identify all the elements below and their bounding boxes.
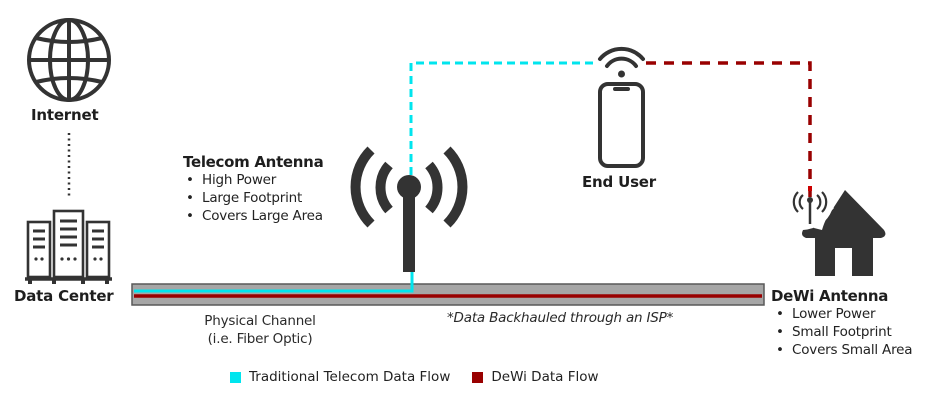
data-center-label: Data Center (14, 287, 114, 305)
dewi-antenna-bullets: Lower Power Small Footprint Covers Small… (773, 305, 913, 359)
legend-label-dewi: DeWi Data Flow (491, 369, 599, 385)
legend-label-telecom: Traditional Telecom Data Flow (249, 369, 451, 385)
legend-swatch-dewi (472, 371, 484, 383)
telecom-flow-dashed-path (409, 61, 598, 175)
telecom-bullet: Covers Large Area (183, 207, 323, 225)
telecom-bullet: Large Footprint (183, 189, 323, 207)
isp-backhaul-note: *Data Backhauled through an ISP* (447, 310, 674, 326)
telecom-antenna-bullets: High Power Large Footprint Covers Large … (183, 171, 323, 225)
dewi-antenna-title: DeWi Antenna (771, 287, 889, 305)
broadcast-tower-icon (350, 146, 468, 272)
end-user-label: End User (582, 173, 656, 191)
telecom-antenna-info: Telecom Antenna High Power Large Footpri… (183, 153, 324, 225)
legend-swatch-telecom (230, 371, 241, 383)
legend-item-dewi: DeWi Data Flow (472, 369, 599, 385)
physical-channel-line1: Physical Channel (204, 313, 316, 329)
physical-channel-label: Physical Channel (i.e. Fiber Optic) (175, 312, 345, 348)
physical-channel-line2: (i.e. Fiber Optic) (207, 331, 313, 347)
telecom-flow-pipe-line (134, 268, 414, 293)
dewi-antenna-info: DeWi Antenna Lower Power Small Footprint… (771, 287, 913, 359)
internet-label: Internet (31, 106, 99, 124)
globe-icon (27, 18, 111, 102)
telecom-bullet: High Power (183, 171, 323, 189)
server-rack-icon (25, 209, 112, 284)
dewi-flow-dashed-path (646, 61, 812, 205)
dewi-bullet: Small Footprint (773, 323, 912, 341)
smartphone-icon (598, 82, 645, 168)
house-antenna-icon (792, 186, 886, 276)
legend-item-telecom: Traditional Telecom Data Flow (230, 369, 450, 385)
telecom-antenna-title: Telecom Antenna (183, 153, 324, 171)
dewi-bullet: Covers Small Area (773, 341, 913, 359)
dewi-bullet: Lower Power (773, 305, 912, 323)
legend: Traditional Telecom Data Flow DeWi Data … (230, 369, 621, 385)
wifi-icon (598, 46, 645, 78)
